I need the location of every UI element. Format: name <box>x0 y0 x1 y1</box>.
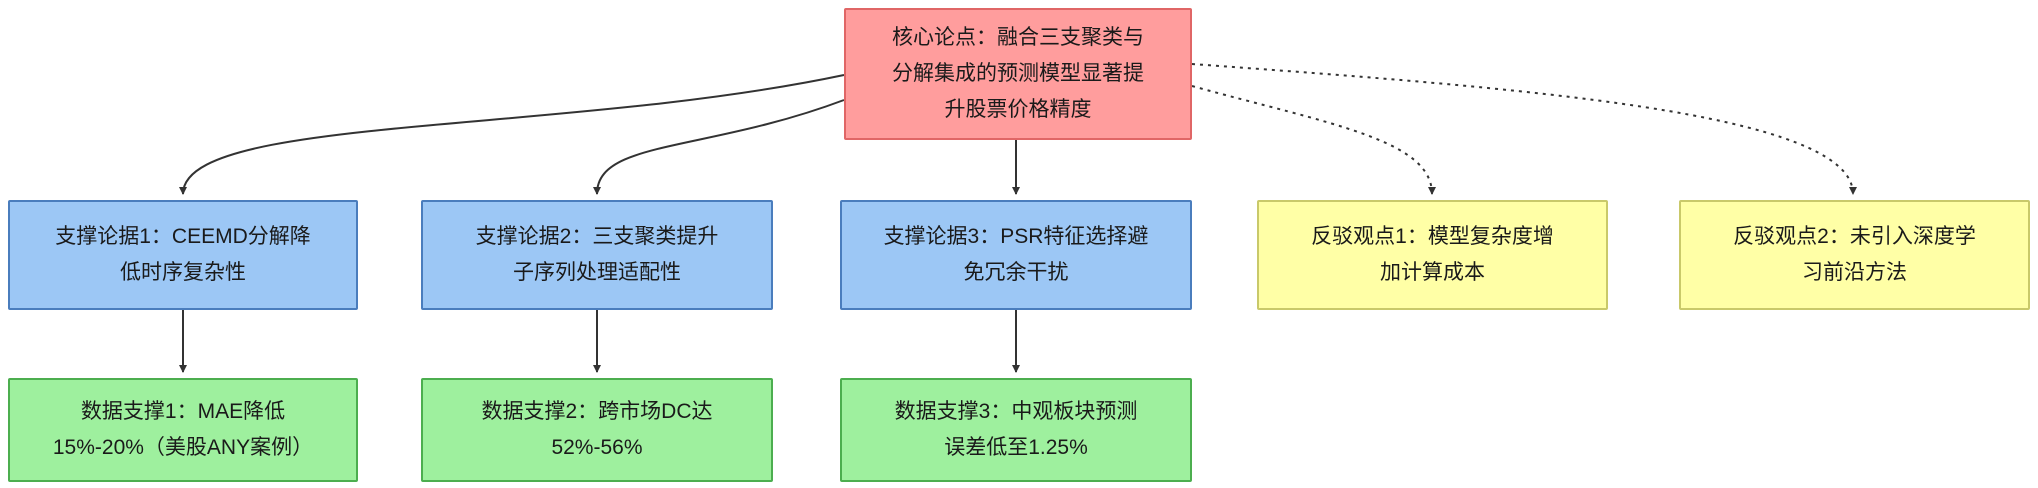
edge-claim-to-support-2 <box>593 99 845 195</box>
node-evidence-1: 数据支撑1：MAE降低 15%-20%（美股ANY案例） <box>8 378 358 482</box>
node-core-claim: 核心论点：融合三支聚类与 分解集成的预测模型显著提 升股票价格精度 <box>844 8 1192 140</box>
edge-claim-to-rebuttal-2 <box>1191 63 1857 195</box>
edge-claim-to-support-1 <box>179 74 845 195</box>
edge-claim-to-rebuttal-1 <box>1191 85 1436 195</box>
node-support-2-label: 支撑论据2：三支聚类提升 子序列处理适配性 <box>475 225 719 284</box>
node-core-claim-label: 核心论点：融合三支聚类与 分解集成的预测模型显著提 升股票价格精度 <box>892 26 1144 121</box>
node-rebuttal-2: 反驳观点2：未引入深度学 习前沿方法 <box>1679 200 2030 310</box>
node-evidence-3-label: 数据支撑3：中观板块预测 误差低至1.25% <box>894 400 1138 459</box>
node-evidence-2-label: 数据支撑2：跨市场DC达 52%-56% <box>481 400 713 459</box>
node-rebuttal-1-label: 反驳观点1：模型复杂度增 加计算成本 <box>1311 225 1554 284</box>
node-evidence-3: 数据支撑3：中观板块预测 误差低至1.25% <box>840 378 1192 482</box>
node-evidence-2: 数据支撑2：跨市场DC达 52%-56% <box>421 378 773 482</box>
node-rebuttal-1: 反驳观点1：模型复杂度增 加计算成本 <box>1257 200 1608 310</box>
node-support-1-label: 支撑论据1：CEEMD分解降 低时序复杂性 <box>55 225 311 284</box>
node-rebuttal-2-label: 反驳观点2：未引入深度学 习前沿方法 <box>1733 225 1976 284</box>
node-support-3-label: 支撑论据3：PSR特征选择避 免冗余干扰 <box>883 225 1149 284</box>
node-support-3: 支撑论据3：PSR特征选择避 免冗余干扰 <box>840 200 1192 310</box>
node-support-1: 支撑论据1：CEEMD分解降 低时序复杂性 <box>8 200 358 310</box>
node-evidence-1-label: 数据支撑1：MAE降低 15%-20%（美股ANY案例） <box>52 400 314 459</box>
node-support-2: 支撑论据2：三支聚类提升 子序列处理适配性 <box>421 200 773 310</box>
